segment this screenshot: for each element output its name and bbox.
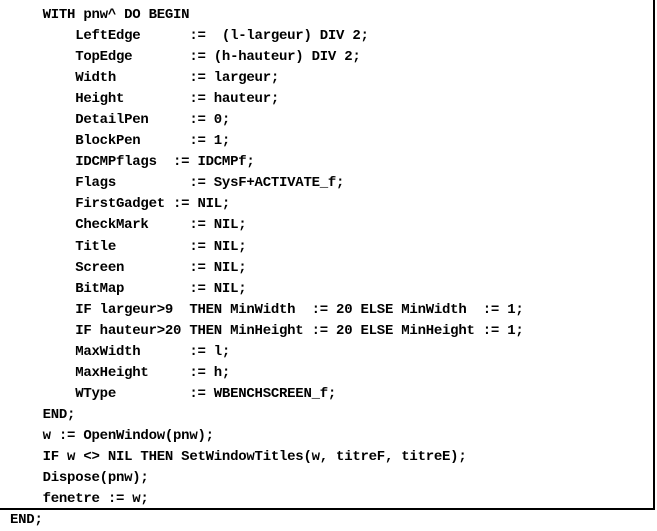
- code-line: IF largeur>9 THEN MinWidth := 20 ELSE Mi…: [10, 301, 524, 318]
- code-line: Dispose(pnw);: [10, 470, 149, 487]
- code-line: MaxWidth := l;: [10, 343, 231, 360]
- code-line: Flags := SysF+ACTIVATE_f;: [10, 175, 345, 192]
- code-line: END;: [10, 406, 76, 423]
- code-line: CheckMark := NIL;: [10, 217, 247, 234]
- code-line: Width := largeur;: [10, 70, 279, 87]
- code-line: END;: [10, 512, 43, 529]
- code-line: TopEdge := (h-hauteur) DIV 2;: [10, 49, 361, 66]
- code-line: w := OpenWindow(pnw);: [10, 427, 214, 444]
- code-line: Screen := NIL;: [10, 259, 247, 276]
- code-line: fenetre := w;: [10, 491, 149, 508]
- code-line: WType := WBENCHSCREEN_f;: [10, 385, 337, 402]
- code-line: FirstGadget := NIL;: [10, 196, 231, 213]
- code-line: DetailPen := 0;: [10, 112, 231, 129]
- code-line: Title := NIL;: [10, 238, 247, 255]
- code-line: LeftEdge := (l-largeur) DIV 2;: [10, 28, 369, 45]
- code-line: IF hauteur>20 THEN MinHeight := 20 ELSE …: [10, 322, 524, 339]
- code-line: Height := hauteur;: [10, 91, 279, 108]
- code-line: BlockPen := 1;: [10, 133, 231, 150]
- code-line: IF w <> NIL THEN SetWindowTitles(w, titr…: [10, 448, 467, 465]
- code-line: WITH pnw^ DO BEGIN: [10, 7, 190, 23]
- code-line: BitMap := NIL;: [10, 280, 247, 297]
- code-listing: WITH pnw^ DO BEGIN LeftEdge := (l-largeu…: [10, 5, 524, 531]
- code-line: MaxHeight := h;: [10, 364, 231, 381]
- code-line: IDCMPflags := IDCMPf;: [10, 154, 255, 171]
